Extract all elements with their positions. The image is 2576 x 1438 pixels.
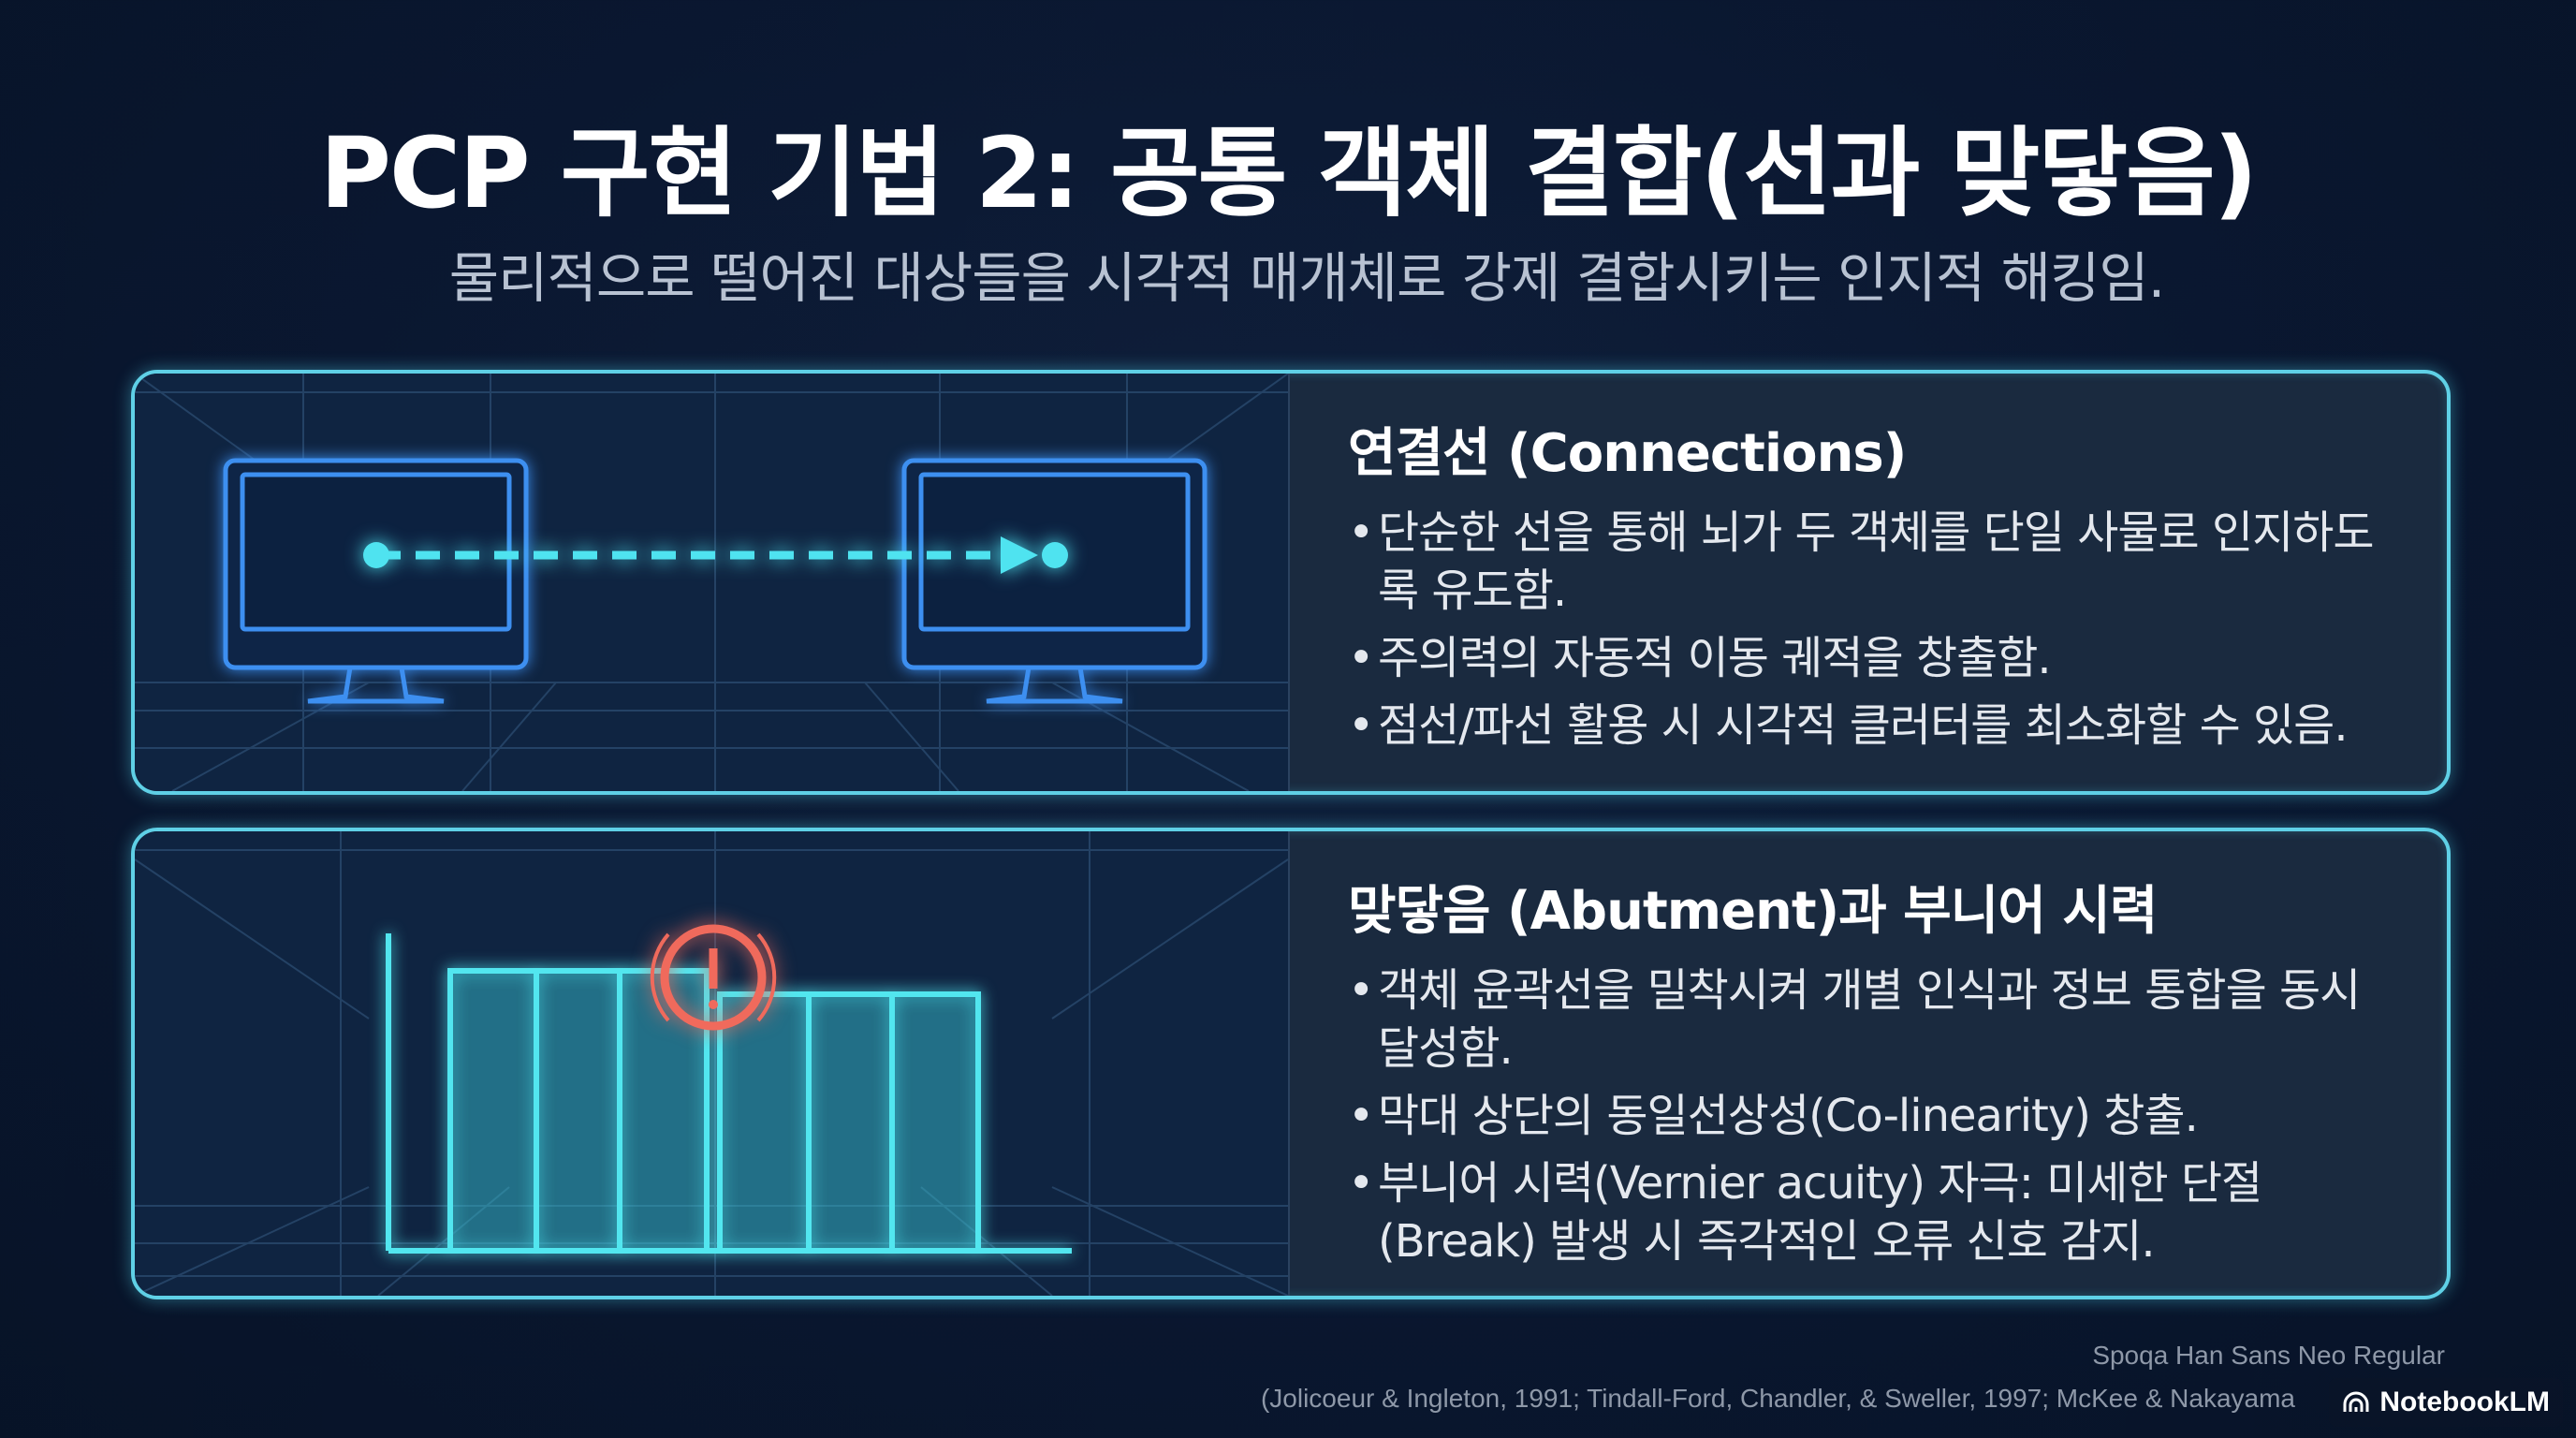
bullet-item: 객체 윤곽선을 밀착시켜 개별 인식과 정보 통합을 동시 달성함. [1348,961,2409,1078]
bullet-item: 점선/파선 활용 시 시각적 클러터를 최소화할 수 있음. [1348,697,2409,755]
monitor-icon [901,458,1208,704]
citation: (Jolicoeur & Ingleton, 1991; Tindall-For… [1260,1384,2295,1413]
notebooklm-icon [2343,1391,2369,1412]
brand-label: NotebookLM [2379,1387,2550,1417]
connections-panel: 연결선 (Connections) 단순한 선을 통해 뇌가 두 객체를 단일 … [131,370,2451,795]
slide-title: PCP 구현 기법 2: 공통 객체 결합(선과 맞닿음) [319,116,2258,230]
bullet-list: 객체 윤곽선을 밀착시켜 개별 인식과 정보 통합을 동시 달성함. 막대 상단… [1348,961,2409,1270]
monitor-icon [223,458,529,704]
dashed-arrow-icon [363,536,1068,574]
bullet-list: 단순한 선을 통해 뇌가 두 객체를 단일 사물로 인지하도록 유도함. 주의력… [1348,504,2409,755]
font-note: Spoqa Han Sans Neo Regular [2092,1341,2445,1370]
panel-heading: 맞닿음 (Abutment)과 부니어 시력 [1348,881,2158,942]
slide-subtitle: 물리적으로 떨어진 대상들을 시각적 매개체로 강제 결합시키는 인지적 해킹임… [448,246,2165,310]
connections-illustration [135,374,1290,791]
alert-icon [650,924,777,1031]
bullet-item: 막대 상단의 동일선상성(Co-linearity) 창출. [1348,1087,2409,1145]
panel-heading: 연결선 (Connections) [1348,423,1907,484]
abutment-illustration [135,831,1290,1296]
bullet-item: 단순한 선을 통해 뇌가 두 객체를 단일 사물로 인지하도록 유도함. [1348,504,2409,620]
abutment-panel: 맞닿음 (Abutment)과 부니어 시력 객체 윤곽선을 밀착시켜 개별 인… [131,828,2451,1299]
bullet-item: 주의력의 자동적 이동 궤적을 창출함. [1348,629,2409,687]
bullet-item: 부니어 시력(Vernier acuity) 자극: 미세한 단절(Break)… [1348,1154,2409,1270]
notebooklm-logo: NotebookLM [2329,1378,2563,1427]
abutting-bars-icon [386,933,1072,1254]
